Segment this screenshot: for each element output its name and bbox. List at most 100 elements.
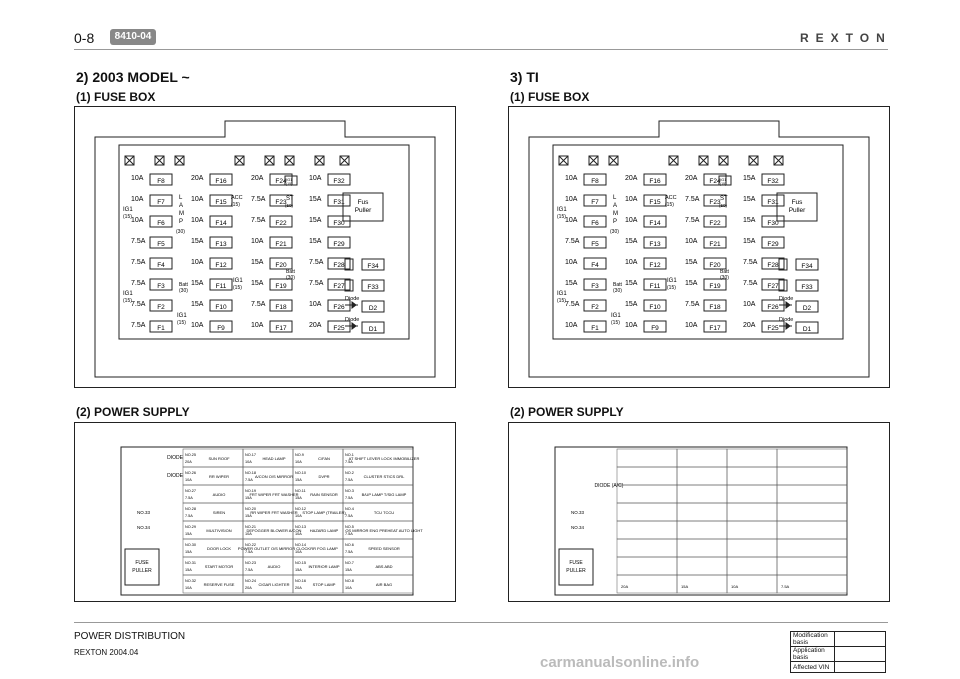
- fuse-amp-label: 10A: [251, 238, 264, 245]
- fuse-cell: [703, 257, 727, 270]
- supply-cell: [776, 538, 848, 558]
- supply-cell: [676, 556, 728, 576]
- slot-amp-label: 15A: [185, 532, 192, 536]
- batt-amp-label: (30): [613, 288, 622, 294]
- fuse-id-label: F10: [215, 304, 227, 311]
- ig1-top-amp-label: (15): [286, 182, 292, 186]
- fuse-amp-label: 10A: [251, 322, 264, 329]
- slot-amp-label: 7.5A: [345, 514, 353, 518]
- relay-marker: [339, 155, 350, 166]
- fuse-cell: [327, 236, 351, 249]
- fuse-id-label: F19: [709, 283, 721, 290]
- batt-amp-label: (30): [286, 275, 295, 281]
- slot-amp-label: 10A: [295, 550, 302, 554]
- supply-cell: [616, 484, 678, 504]
- slot-amp-label: 10A: [345, 586, 352, 590]
- diode-symbol: [345, 322, 358, 330]
- slot-number-label: NO.14: [295, 543, 306, 547]
- fuse-amp-label: 10A: [625, 196, 638, 203]
- circuit-label: TCU TCCU: [374, 510, 394, 515]
- batt-label: Batt: [179, 282, 189, 288]
- reserve-amp-label: 10A: [731, 584, 738, 589]
- fuse-amp-label: 15A: [191, 280, 204, 287]
- fuse-cell: [761, 173, 785, 186]
- fuse-cell: [327, 173, 351, 186]
- fuse-id-label: F3: [157, 283, 165, 290]
- slot-number-label: NO.27: [185, 489, 196, 493]
- header-rule: [74, 49, 888, 50]
- fuse-id-label: F13: [649, 241, 661, 248]
- fuse-puller-label: Puller: [355, 207, 372, 214]
- power-supply-diagram-left: NO.33NO.34FUSEPULLERDIODEDIODENO.2520ASU…: [120, 446, 423, 596]
- supply-cell: [342, 574, 414, 594]
- fuse-amp-label: 7.5A: [131, 238, 146, 245]
- fuse-amp-label: 10A: [565, 217, 578, 224]
- fuse-cell: [583, 320, 607, 333]
- lamp-letter: M: [179, 211, 184, 217]
- supply-cell: [726, 556, 778, 576]
- fuse-cell: [149, 215, 173, 228]
- fuse-cell: [149, 299, 173, 312]
- fuse-amp-label: 10A: [309, 175, 322, 182]
- left-power-supply-heading: (2) POWER SUPPLY: [76, 405, 190, 419]
- fuse-cell: [327, 278, 351, 291]
- relay-marker: [264, 155, 275, 166]
- fuse-id-label: F29: [333, 241, 345, 248]
- fuse-id-label: F6: [591, 220, 599, 227]
- slot-number-label: NO.30: [185, 543, 196, 547]
- slot-amp-label: 15A: [185, 550, 192, 554]
- affected-vin-label: Affected VIN: [790, 661, 835, 673]
- fuse-cell: [583, 278, 607, 291]
- watermark: carmanualsonline.info: [540, 654, 700, 671]
- slot-number-label: NO.28: [185, 507, 196, 511]
- fuse-amp-label: 15A: [743, 217, 756, 224]
- fuse-puller-box: [124, 548, 160, 586]
- brand-logo: REXTON: [800, 31, 892, 45]
- supply-cell: [726, 520, 778, 540]
- fuse-cell: [269, 173, 293, 186]
- fuse-cell: [583, 257, 607, 270]
- slot-number-label: NO.32: [185, 579, 196, 583]
- slot-amp-label: 7.5A: [245, 478, 253, 482]
- fuse-id-label: F27: [333, 283, 345, 290]
- slot-number-label: NO.10: [295, 471, 306, 475]
- fuse-cell: [209, 236, 233, 249]
- slot-amp-label: 7.5A: [345, 550, 353, 554]
- lamp-letter: A: [613, 203, 617, 209]
- maxi-fuse-slot: [344, 279, 354, 292]
- circuit-label: SPEED SENSOR: [368, 546, 400, 551]
- relay-marker-cross: [773, 155, 784, 166]
- fuse-id-label: F16: [215, 178, 227, 185]
- ig1-label: IG1: [233, 278, 243, 284]
- fuse-amp-label: 10A: [191, 196, 204, 203]
- relay-marker: [718, 155, 729, 166]
- circuit-label: AUDIO: [213, 492, 226, 497]
- slot-number-label: NO.12: [295, 507, 306, 511]
- fuse-cell: [795, 258, 819, 271]
- circuit-label: STOP LAMP: [313, 582, 336, 587]
- slot-amp-label: 10A: [245, 532, 252, 536]
- fuse-id-label: F15: [649, 199, 661, 206]
- relay-marker-cross: [608, 155, 619, 166]
- fuse-amp-label: 7.5A: [685, 301, 700, 308]
- relay-marker-cross: [668, 155, 679, 166]
- circuit-label: RR FOG LAMP: [310, 546, 338, 551]
- relay-marker-cross: [284, 155, 295, 166]
- diode-cell: [361, 300, 385, 313]
- fuse-cell: [703, 194, 727, 207]
- slot-number-label: NO.29: [185, 525, 196, 529]
- fuse-id-label: F1: [157, 325, 165, 332]
- fuse-id-label: F12: [649, 262, 661, 269]
- ig1-label: IG1: [177, 313, 187, 319]
- fuse-cell: [269, 236, 293, 249]
- fuse-cell: [583, 236, 607, 249]
- fuse-id-label: F10: [649, 304, 661, 311]
- fuse-amp-label: 15A: [743, 238, 756, 245]
- fuse-id-label: F7: [157, 199, 165, 206]
- diode-label: DIODE: [167, 473, 184, 479]
- fuse-cell: [703, 320, 727, 333]
- fuse-amp-label: 10A: [191, 322, 204, 329]
- fuse-id-label: F14: [649, 220, 661, 227]
- right-fuse-box-heading: (1) FUSE BOX: [510, 90, 590, 104]
- circuit-label: DVPR: [318, 474, 329, 479]
